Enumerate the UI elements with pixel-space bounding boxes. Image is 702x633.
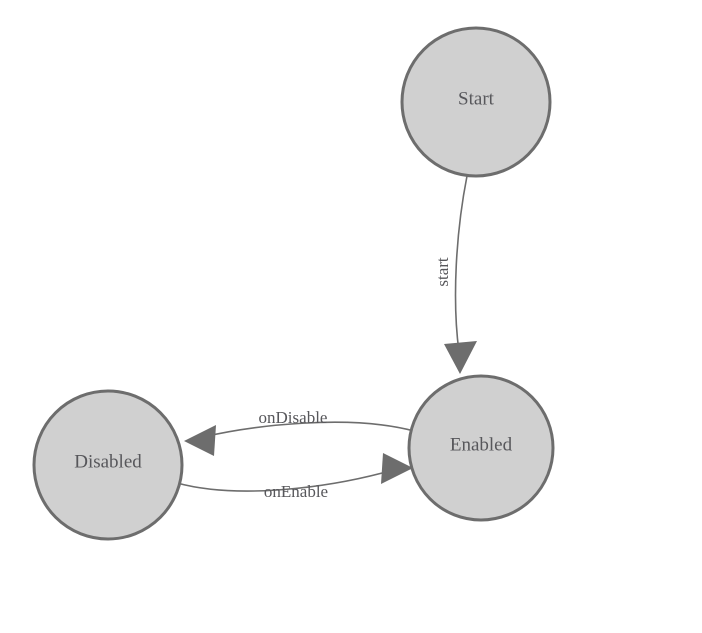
node-disabled[interactable]: Disabled — [32, 389, 184, 541]
node-enabled[interactable]: Enabled — [407, 374, 555, 522]
edge-disabled-to-enabled-path — [176, 471, 387, 492]
edge-label-ondisable: onDisable — [259, 408, 328, 427]
edge-enabled-to-disabled-arrowhead — [184, 425, 216, 456]
node-disabled-label: Disabled — [74, 451, 142, 472]
edge-start-to-enabled-path — [454, 175, 468, 353]
node-disabled-circle — [32, 389, 184, 541]
edge-enabled-to-disabled-path — [202, 421, 415, 438]
edge-enabled-to-disabled[interactable]: onDisable — [184, 408, 415, 456]
node-enabled-circle — [407, 374, 555, 522]
node-start-circle — [400, 26, 552, 178]
edge-start-to-enabled-arrowhead — [444, 341, 477, 374]
node-start-label: Start — [458, 88, 495, 109]
edge-label-start: start — [433, 257, 452, 287]
edge-start-to-enabled[interactable]: start — [433, 175, 477, 374]
edge-disabled-to-enabled[interactable]: onEnable — [176, 453, 413, 501]
edge-disabled-to-enabled-arrowhead — [381, 453, 413, 484]
edge-label-onenable: onEnable — [264, 482, 328, 501]
node-start[interactable]: Start — [400, 26, 552, 178]
node-enabled-label: Enabled — [450, 434, 513, 455]
